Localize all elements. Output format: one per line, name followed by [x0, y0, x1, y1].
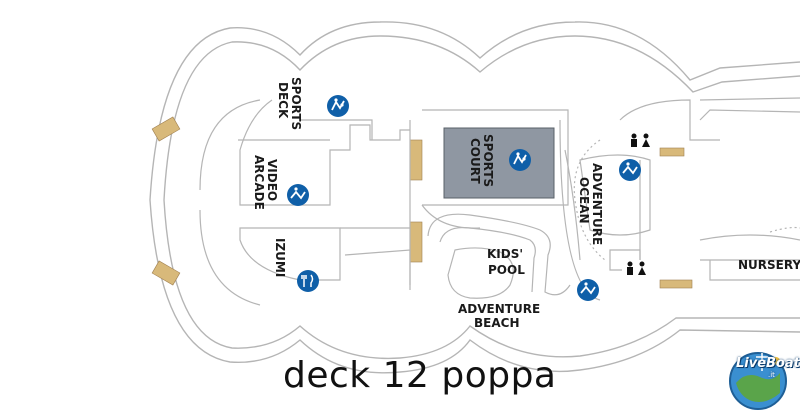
label-kids-pool: KIDS' POOL — [487, 247, 527, 277]
dining-icon — [297, 270, 319, 292]
hull-outline — [149, 21, 800, 374]
label-adventure-ocean: ADVENTURE OCEAN — [577, 163, 604, 249]
liveboat-logo: LiveBoat .it — [716, 343, 800, 410]
deck-caption: deck 12 poppa — [283, 355, 557, 396]
activity-icon — [287, 184, 309, 206]
activity-icon — [577, 279, 599, 301]
sports-court-area — [443, 127, 555, 199]
logo-globe-icon — [729, 352, 787, 410]
area-labels: SPORTS DECK VIDEO ARCADE IZUMI SPORTS CO… — [252, 77, 800, 330]
interior-walls — [199, 97, 800, 306]
restroom-icon — [622, 260, 650, 276]
restroom-icon — [626, 132, 654, 148]
logo-text: LiveBoat — [736, 356, 800, 371]
label-nursery: NURSERY — [738, 258, 800, 272]
kids-pool-slide — [427, 213, 571, 299]
label-video-arcade: VIDEO ARCADE — [252, 155, 279, 210]
label-izumi: IZUMI — [273, 238, 287, 277]
label-sports-court: SPORTS COURT — [468, 134, 495, 191]
adventure-ocean-ring — [573, 139, 800, 261]
stairs — [151, 116, 693, 289]
activity-icon — [327, 95, 349, 117]
label-sports-deck: SPORTS DECK — [276, 77, 303, 134]
logo-suffix: .it — [768, 371, 775, 379]
label-adventure-beach: ADVENTURE BEACH — [458, 302, 544, 330]
activity-icon — [509, 149, 531, 171]
activity-icons — [287, 95, 641, 301]
activity-icon — [619, 159, 641, 181]
